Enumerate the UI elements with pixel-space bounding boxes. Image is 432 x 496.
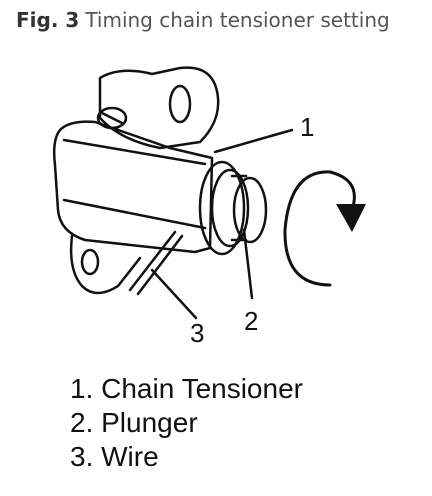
tensioner-body [52,120,214,254]
figure-number: Fig. 3 [16,8,80,32]
plunger-face [232,176,268,244]
tensioner-diagram: 1 2 3 [52,66,366,348]
legend-item-wire: 3. Wire [70,441,159,472]
callout-3: 3 [190,318,204,348]
upper-flange [98,66,220,150]
plunger-collar [198,160,246,256]
callout-1: 1 [300,112,314,142]
rotation-arrow-icon [283,170,332,287]
lower-flange-hole [80,248,100,276]
legend-item-plunger: 2. Plunger [70,407,198,438]
figure-title: Timing chain tensioner setting [85,8,390,32]
callout-2: 2 [244,306,258,336]
rotation-arrow-head [336,204,366,232]
lower-flange [69,234,142,295]
legend: 1. Chain Tensioner 2. Plunger 3. Wire [70,372,303,474]
wire-pin [128,230,184,296]
legend-item-chain-tensioner: 1. Chain Tensioner [70,373,303,404]
upper-flange-hole [168,84,192,124]
